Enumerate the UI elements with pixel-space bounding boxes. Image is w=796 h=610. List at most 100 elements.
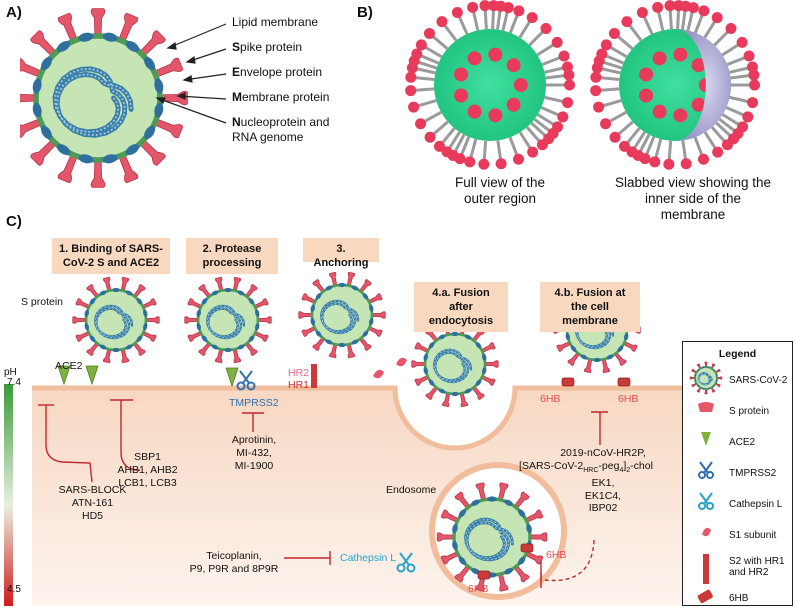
spike-head — [618, 140, 630, 152]
spike-head — [698, 5, 710, 17]
spike-head — [564, 79, 576, 91]
ph-bottom-value: 4.5 — [7, 584, 21, 595]
spike-protein — [414, 375, 430, 386]
spike-head — [652, 1, 664, 13]
surface-spike — [652, 51, 667, 66]
spike-protein — [75, 298, 91, 309]
spike-protein — [102, 276, 112, 292]
spike-protein — [454, 564, 471, 583]
surface-spike — [454, 67, 469, 82]
spike-protein — [704, 361, 708, 368]
s-protein-label: S protein — [21, 296, 64, 308]
label-spike-protein: Spike protein — [232, 40, 303, 54]
spike-protein — [346, 271, 356, 287]
spike-head — [405, 85, 417, 97]
spike-head — [736, 36, 748, 48]
step1-virion — [72, 276, 160, 364]
legend-ace2-icon — [701, 432, 711, 446]
surface-spike — [488, 108, 503, 123]
spike-protein — [141, 298, 157, 309]
panel-b-letter: B) — [357, 4, 373, 21]
spike-protein — [689, 376, 696, 380]
surface-spike — [673, 108, 688, 123]
label-nucleoprotein: Nucleoprotein and — [232, 115, 330, 129]
spike-protein — [72, 316, 87, 324]
spike-head — [663, 158, 675, 170]
spike-protein — [90, 8, 106, 37]
s2-anchor — [311, 364, 317, 388]
spike-protein — [120, 276, 130, 292]
spike-protein — [613, 351, 627, 366]
spike-protein — [524, 509, 544, 523]
spike-head — [742, 111, 754, 123]
spike-protein — [524, 551, 544, 565]
legend-s-protein: S protein — [729, 406, 770, 417]
spike-protein — [583, 358, 593, 374]
spike-protein — [471, 385, 485, 400]
spike-head — [749, 79, 761, 91]
scissors-icon — [396, 552, 416, 573]
spike-protein — [139, 30, 166, 57]
spike-protein — [187, 298, 203, 309]
spike-protein — [244, 284, 258, 299]
spike-protein — [346, 343, 356, 359]
spike-protein — [30, 139, 57, 166]
inhibitors-hr2p: 2019-nCoV-HR2P, [SARS-CoV-2HRC-peg4]2-ch… — [519, 447, 653, 515]
spike-head — [464, 156, 476, 168]
spike-protein — [198, 284, 212, 299]
step-2-box: 2. Protease processing — [186, 238, 278, 274]
spike-protein — [367, 293, 383, 304]
spike-protein — [513, 564, 530, 583]
spike-protein — [716, 376, 723, 380]
spike-head — [609, 131, 621, 143]
spike-head — [712, 146, 724, 158]
spike-protein — [312, 279, 326, 294]
legend-sars-cov-2: SARS-CoV-2 — [729, 375, 788, 386]
spike-protein — [145, 316, 160, 324]
spike-head — [527, 146, 539, 158]
spike-head — [557, 111, 569, 123]
surface-spike — [488, 47, 503, 62]
spike-protein — [253, 298, 269, 309]
spike-protein — [556, 341, 572, 352]
legend-cathepsin-l: Cathepsin L — [729, 499, 783, 510]
spike-protein — [714, 368, 721, 374]
surface-spike — [639, 67, 654, 82]
surface-spike — [506, 97, 521, 112]
spike-protein — [257, 316, 272, 324]
panel-b-renderings — [405, 0, 761, 170]
spike-head — [748, 69, 760, 81]
spike-protein — [411, 360, 426, 368]
spike-head — [725, 23, 737, 35]
legend-s1-subunit: S1 subunit — [729, 530, 777, 541]
label-envelope-protein: Envelope protein — [232, 65, 323, 79]
legend-s1-icon — [702, 527, 711, 537]
label-rna-genome: RNA genome — [232, 130, 304, 144]
step3-virion — [298, 271, 386, 359]
spike-head — [621, 16, 633, 28]
spike-protein — [436, 532, 455, 542]
spike-protein — [371, 311, 386, 319]
spike-head — [590, 71, 602, 83]
spike-head — [680, 158, 692, 170]
spike-head — [596, 48, 608, 60]
spike-protein — [513, 491, 530, 510]
legend-s2-icon — [703, 554, 709, 584]
surface-spike — [691, 58, 706, 73]
spike-protein — [298, 311, 313, 319]
slabbed-view-virion — [590, 0, 761, 170]
spike-protein — [440, 509, 460, 523]
spike-protein — [425, 385, 439, 400]
spike-protein — [244, 341, 258, 356]
spike-head — [415, 39, 427, 51]
spike-protein — [358, 336, 372, 351]
ace2-receptor — [85, 365, 99, 386]
endosome-virion — [436, 482, 548, 592]
6hb-bundle — [477, 570, 491, 580]
step-3-box: 3. Anchoring — [303, 238, 379, 269]
spike-head — [415, 118, 427, 130]
legend-6hb: 6HB — [729, 593, 749, 604]
surface-spike — [652, 104, 667, 119]
